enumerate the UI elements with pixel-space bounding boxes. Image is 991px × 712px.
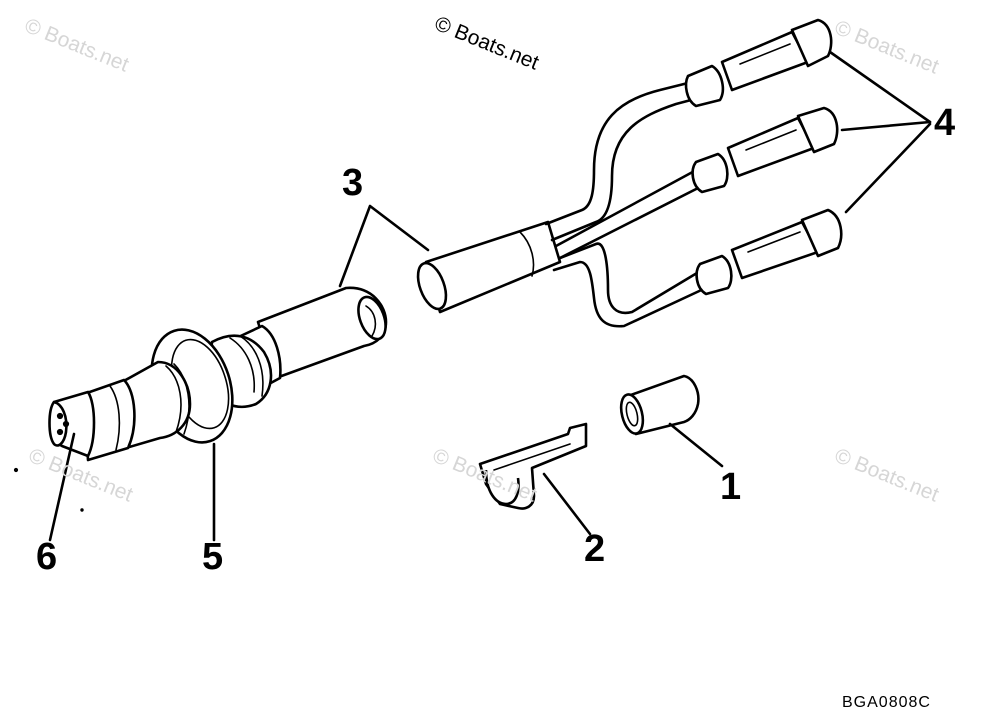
leader-lines bbox=[48, 50, 932, 542]
sleeve bbox=[619, 374, 700, 436]
cable-segment-left bbox=[256, 286, 388, 380]
wiring-harness bbox=[416, 18, 843, 328]
callout-4: 4 bbox=[934, 102, 956, 144]
callout-2: 2 bbox=[584, 528, 606, 570]
terminal-middle bbox=[691, 106, 839, 194]
specks bbox=[13, 467, 84, 512]
callout-1: 1 bbox=[720, 466, 742, 508]
wire-clip bbox=[478, 422, 588, 510]
callout-3: 3 bbox=[342, 162, 364, 204]
terminal-upper bbox=[684, 18, 833, 108]
callout-6: 6 bbox=[36, 536, 58, 578]
oxygen-sensor-body bbox=[48, 324, 282, 462]
terminal-lower bbox=[695, 208, 843, 296]
callout-5: 5 bbox=[202, 536, 224, 578]
diagram-code: BGA0808C bbox=[842, 694, 931, 711]
